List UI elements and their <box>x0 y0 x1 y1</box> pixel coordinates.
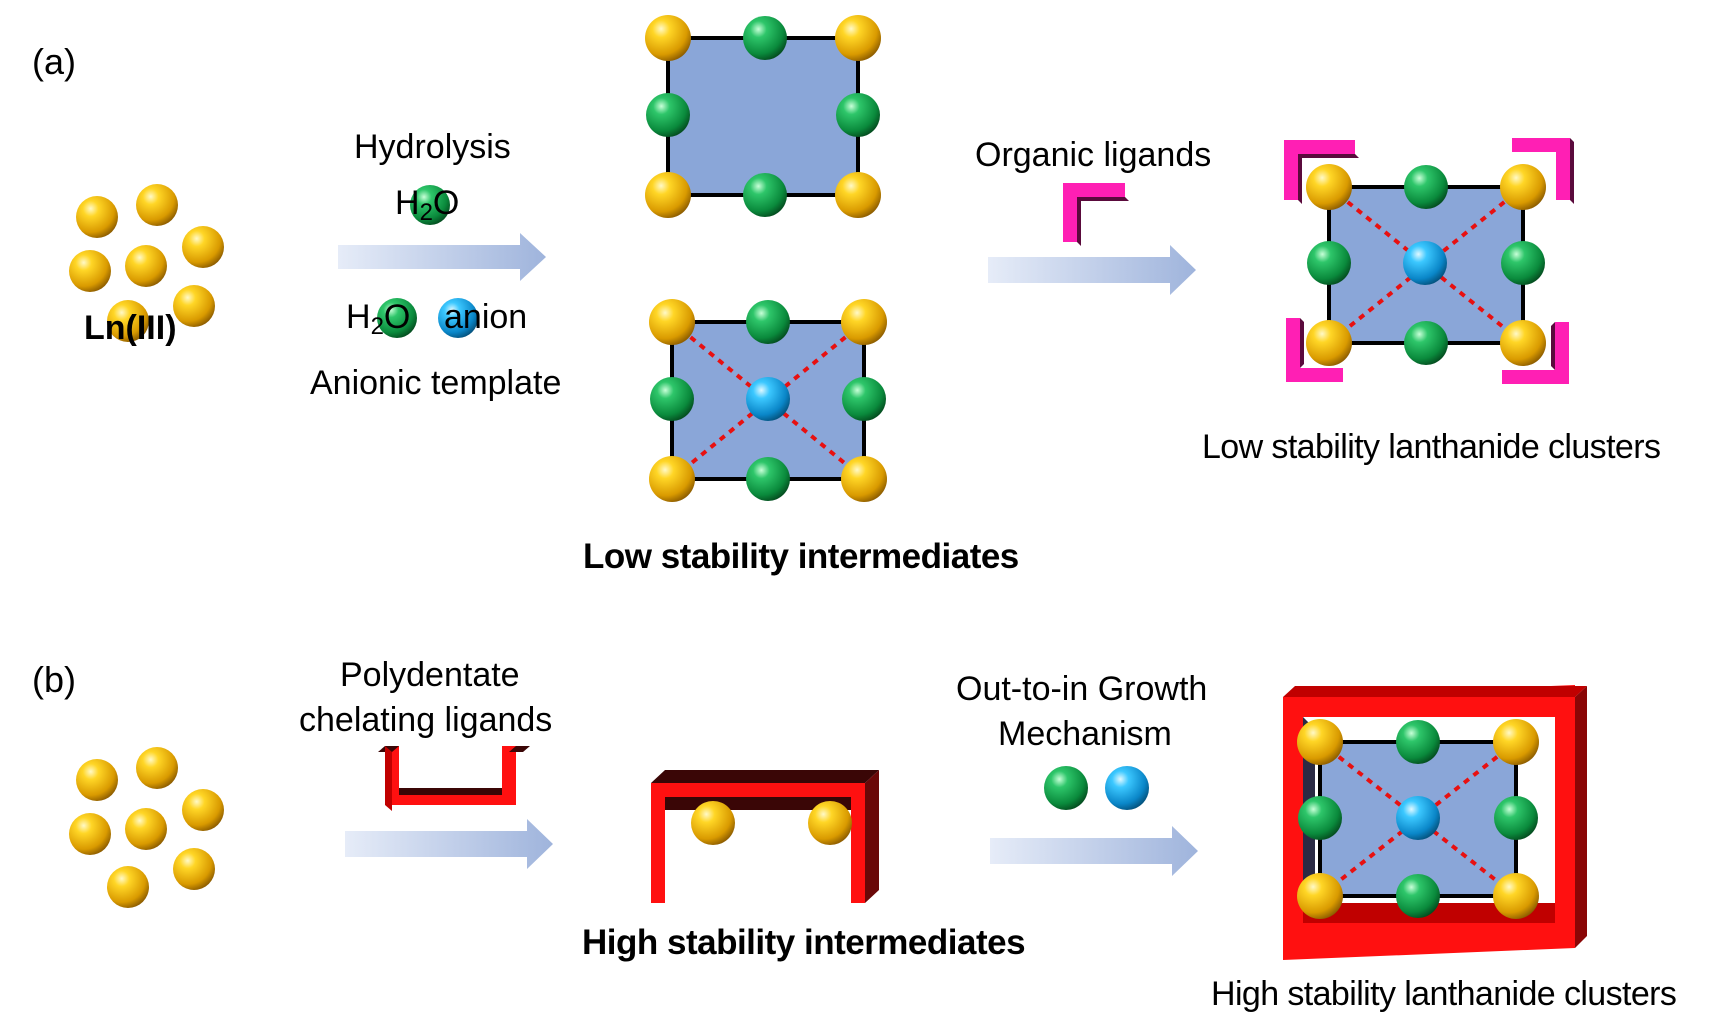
organic-ligand-corner-tl <box>1284 140 1359 204</box>
ln-ion <box>835 15 881 61</box>
high-stability-lanthanide-cluster <box>1283 685 1587 960</box>
chelating-ligands-label: chelating ligands <box>299 701 553 739</box>
water-ligand <box>1396 720 1440 764</box>
organic-ligands-label: Organic ligands <box>975 136 1212 174</box>
ln-ion <box>107 866 149 908</box>
h2o-formula-template: H2O <box>346 298 411 340</box>
ln-ion <box>125 245 167 287</box>
h2o-formula-hydrolysis: H2O <box>395 184 460 226</box>
low-stability-intermediate-anion-template <box>649 299 887 502</box>
low-stability-intermediates-label: Low stability intermediates <box>583 537 1019 576</box>
ln-ion <box>107 300 149 342</box>
ln-ion-cluster-a <box>69 184 224 342</box>
anion-icon <box>438 298 478 338</box>
reaction-arrow <box>345 819 553 869</box>
low-stability-lanthanide-cluster <box>1284 138 1574 384</box>
ln-ion <box>1500 320 1546 366</box>
ln-ion-cluster-b <box>69 747 224 908</box>
anion-icon <box>1105 766 1149 810</box>
ligand-shadow <box>399 788 502 795</box>
ln-ion <box>645 172 691 218</box>
anion-template <box>1403 241 1447 285</box>
ln-ion <box>649 299 695 345</box>
ln-ion <box>841 299 887 345</box>
water-molecule-icon <box>1044 766 1088 810</box>
water-ligand <box>1494 796 1538 840</box>
anionic-template-label: Anionic template <box>310 364 562 402</box>
ln-ion <box>1493 719 1539 765</box>
chelating-ligand-icon <box>378 746 530 811</box>
ln-ion <box>69 813 111 855</box>
ln-ion <box>808 801 852 845</box>
ln-ion <box>835 172 881 218</box>
ln-ion <box>1493 873 1539 919</box>
water-ligand <box>743 173 787 217</box>
anion-label: anion <box>444 298 528 336</box>
water-ligand <box>1501 241 1545 285</box>
ln-ion <box>125 808 167 850</box>
water-ligand <box>743 16 787 60</box>
mechanism-label: Mechanism <box>998 715 1172 753</box>
anion-template <box>746 377 790 421</box>
out-to-in-growth-label: Out-to-in Growth <box>956 670 1208 708</box>
ln-ion <box>76 759 118 801</box>
ln-ion <box>173 285 215 327</box>
water-ligand <box>1404 165 1448 209</box>
ln-ion <box>691 801 735 845</box>
ln-ion <box>1297 719 1343 765</box>
panel-a-label: (a) <box>32 41 76 82</box>
low-stability-intermediate-hydrolysis <box>645 15 881 218</box>
high-stability-intermediates-label: High stability intermediates <box>582 923 1026 962</box>
ln-ion <box>1306 320 1352 366</box>
water-ligand <box>1404 321 1448 365</box>
organic-ligand-icon <box>1063 183 1129 246</box>
water-molecule-icon <box>410 185 450 225</box>
anion-template <box>1396 796 1440 840</box>
ln-ion <box>649 456 695 502</box>
ln-ion <box>76 196 118 238</box>
polydentate-label: Polydentate <box>340 656 520 694</box>
water-ligand <box>1307 241 1351 285</box>
water-molecule-icon <box>377 298 417 338</box>
low-stability-clusters-label: Low stability lanthanide clusters <box>1202 428 1661 466</box>
ln-ion <box>182 226 224 268</box>
organic-ligand-corner-br <box>1502 322 1569 384</box>
hydrolysis-label: Hydrolysis <box>354 128 511 166</box>
intermediate-square <box>666 36 860 197</box>
water-ligand <box>1298 796 1342 840</box>
water-ligand <box>1396 874 1440 918</box>
ln-iii-label: Ln(III) <box>84 309 177 347</box>
ln-ion <box>1297 873 1343 919</box>
water-ligand <box>746 300 790 344</box>
water-ligand <box>646 93 690 137</box>
reaction-arrow <box>990 826 1198 876</box>
organic-ligand-corner-bl <box>1286 318 1343 382</box>
high-stability-intermediate <box>651 770 879 903</box>
ln-ion <box>173 848 215 890</box>
ln-ion <box>645 15 691 61</box>
organic-ligand-corner-tr <box>1512 138 1574 204</box>
ln-ion <box>841 456 887 502</box>
reaction-arrow <box>988 245 1196 295</box>
water-ligand <box>746 457 790 501</box>
ln-ion <box>1500 164 1546 210</box>
water-ligand <box>836 93 880 137</box>
reaction-arrow <box>338 233 546 281</box>
high-stability-clusters-label: High stability lanthanide clusters <box>1211 975 1677 1013</box>
ln-ion <box>1306 164 1352 210</box>
ln-ion <box>136 747 178 789</box>
ln-ion <box>136 184 178 226</box>
water-ligand <box>842 377 886 421</box>
ln-ion <box>69 250 111 292</box>
panel-b-label: (b) <box>32 659 76 700</box>
ln-ion <box>182 789 224 831</box>
water-ligand <box>650 377 694 421</box>
